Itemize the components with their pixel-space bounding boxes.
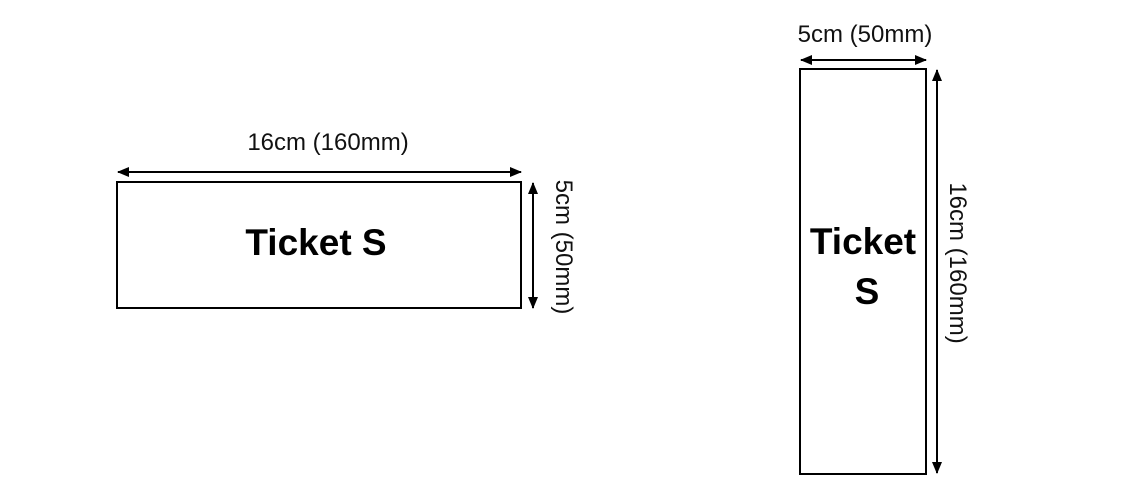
horizontal-ticket-label: Ticket S xyxy=(245,222,386,263)
horizontal-ticket-group: 16cm (160mm) Ticket S 5cm (50mm) xyxy=(116,129,577,315)
horizontal-width-label: 16cm (160mm) xyxy=(247,129,408,156)
vertical-width-label: 5cm (50mm) xyxy=(798,21,933,48)
vertical-ticket-box xyxy=(799,68,927,475)
horizontal-height-label: 5cm (50mm) xyxy=(550,180,577,315)
vertical-ticket-label-line2: S xyxy=(855,271,880,312)
vertical-ticket-group: 5cm (50mm) Ticket S 16cm (160mm) xyxy=(798,21,971,475)
vertical-ticket-label-line1: Ticket xyxy=(810,221,916,262)
horizontal-ticket-box xyxy=(116,181,522,309)
vertical-height-label: 16cm (160mm) xyxy=(944,182,971,343)
